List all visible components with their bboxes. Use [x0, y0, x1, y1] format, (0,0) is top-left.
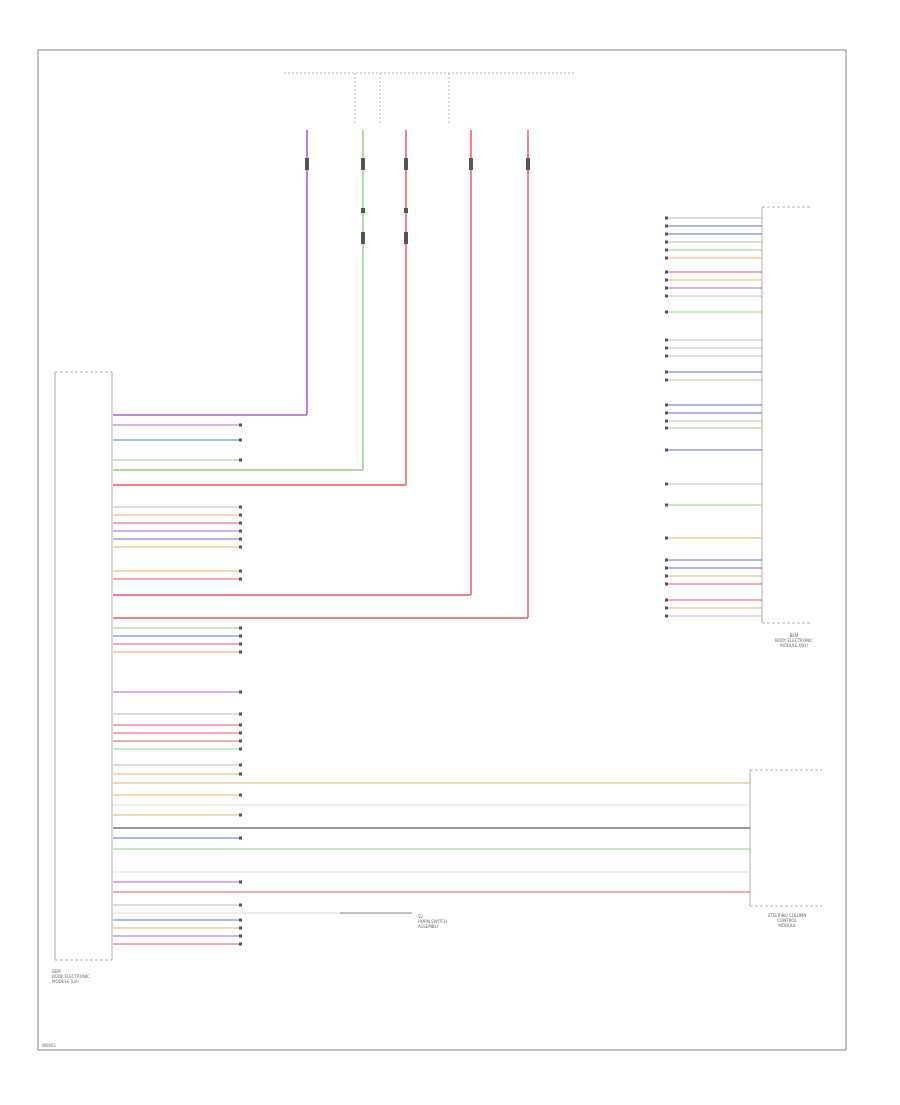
- horizontal-long-wires: [113, 414, 528, 619]
- connector-mark: [469, 158, 473, 170]
- connector-mark: [361, 208, 365, 213]
- cross-wires: [113, 782, 750, 914]
- connector-terminal: [239, 942, 242, 946]
- connector-terminal: [665, 598, 668, 602]
- connector-terminal: [665, 411, 668, 415]
- left-module: [54, 371, 113, 961]
- connector-terminal: [665, 338, 668, 342]
- connector-terminal: [239, 926, 242, 930]
- connector-terminal: [665, 248, 668, 252]
- connector-terminal: [665, 370, 668, 374]
- connector-terminal: [665, 354, 668, 358]
- connector-terminal: [239, 505, 242, 509]
- connector-terminal: [239, 626, 242, 630]
- connector-terminal: [239, 438, 242, 442]
- connector-terminal: [665, 614, 668, 618]
- connector-terminal: [239, 934, 242, 938]
- connector-terminal: [665, 232, 668, 236]
- connector-terminal: [665, 606, 668, 610]
- connector-terminal: [239, 642, 242, 646]
- connector-terminal: [239, 918, 242, 922]
- connector-terminal: [239, 747, 242, 751]
- connector-terminal: [665, 256, 668, 260]
- connector-terminal: [239, 763, 242, 767]
- connector-terminal: [665, 566, 668, 570]
- connector-terminal: [665, 216, 668, 220]
- connector-terminal: [665, 558, 668, 562]
- connector-mark: [305, 158, 309, 170]
- connector-terminal: [665, 270, 668, 274]
- connector-terminal: [239, 690, 242, 694]
- connector-mark: [404, 232, 408, 244]
- connector-terminal: [665, 574, 668, 578]
- connector-terminal: [665, 240, 668, 244]
- connector-terminal: [239, 793, 242, 797]
- connector-terminal: [665, 310, 668, 314]
- connector-terminal: [665, 278, 668, 282]
- connector-terminal: [239, 772, 242, 776]
- connector-terminal: [665, 536, 668, 540]
- connector-terminal: [665, 426, 668, 430]
- connector-mark: [526, 158, 530, 170]
- top-header: [284, 72, 576, 125]
- connector-terminal: [239, 529, 242, 533]
- right-upper-module: [761, 206, 812, 624]
- connector-terminal: [665, 448, 668, 452]
- connector-terminal: [665, 403, 668, 407]
- connector-terminal: [239, 521, 242, 525]
- connector-terminal: [665, 378, 668, 382]
- connector-terminal: [239, 545, 242, 549]
- connector-terminal: [239, 577, 242, 581]
- connector-terminal: [665, 482, 668, 486]
- connector-mark: [404, 158, 408, 170]
- connector-terminal: [665, 346, 668, 350]
- connector-terminal: [239, 537, 242, 541]
- connector-terminal: [665, 224, 668, 228]
- connector-terminal: [665, 503, 668, 507]
- connector-terminal: [665, 286, 668, 290]
- connector-terminal: [239, 903, 242, 907]
- connector-terminal: [239, 723, 242, 727]
- connector-terminal: [239, 880, 242, 884]
- connector-terminal: [239, 836, 242, 840]
- right-wire-rows: [665, 216, 762, 618]
- right-lower-module: [749, 769, 822, 907]
- connector-terminal: [239, 813, 242, 817]
- connector-terminal: [239, 423, 242, 427]
- left-wire-rows: [113, 423, 242, 946]
- connector-terminal: [239, 739, 242, 743]
- connector-terminal: [239, 634, 242, 638]
- connector-terminal: [239, 569, 242, 573]
- connector-terminal: [239, 731, 242, 735]
- vertical-wires: [305, 130, 530, 618]
- page-border: [37, 49, 847, 1051]
- connector-terminal: [665, 419, 668, 423]
- connector-terminal: [239, 650, 242, 654]
- footer-code: W0001: [42, 1043, 57, 1048]
- connector-terminal: [665, 294, 668, 298]
- connector-mark: [361, 158, 365, 170]
- connector-mark: [361, 232, 365, 244]
- connector-terminal: [239, 712, 242, 716]
- connector-terminal: [239, 458, 242, 462]
- connector-terminal: [665, 582, 668, 586]
- connector-terminal: [239, 513, 242, 517]
- connector-mark: [404, 208, 408, 213]
